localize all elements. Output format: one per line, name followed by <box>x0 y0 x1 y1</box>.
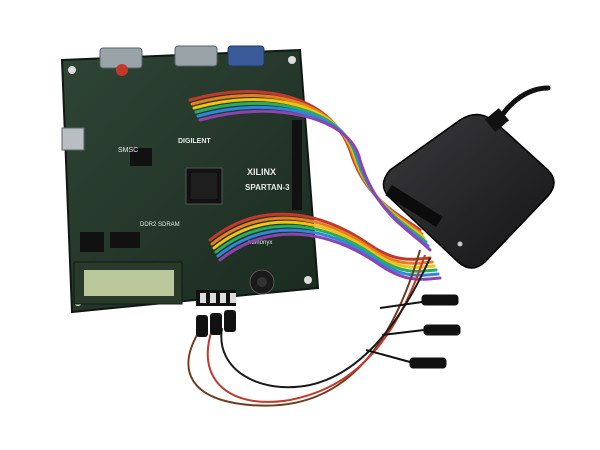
expansion-header <box>292 120 302 210</box>
xilinx-logo-text: XILINX <box>247 167 276 177</box>
ddr2-label: DDR2 SDRAM <box>140 222 180 228</box>
probe-clips-on-board <box>196 310 236 337</box>
spartan-label: SPARTAN-3 <box>245 183 290 192</box>
lcd-screen <box>84 270 174 296</box>
logic-analyzer-device <box>382 113 555 269</box>
numonyx-label: numonyx <box>248 240 272 246</box>
ddr2-chip <box>110 232 140 248</box>
loose-probe-hooks <box>365 294 461 369</box>
ribbon-wires-upper <box>188 90 432 252</box>
ethernet-jack <box>61 127 85 151</box>
status-led <box>457 241 463 247</box>
probe-leads <box>187 249 431 407</box>
lcd-display <box>73 261 183 305</box>
top-connectors <box>99 45 265 76</box>
fpga-chip <box>185 167 223 205</box>
digilent-logo-text: DIGILENT <box>178 138 211 145</box>
slide-switches <box>196 290 236 306</box>
smsc-label: SMSC <box>118 147 138 154</box>
fpga-development-board: DIGILENT XILINX SPARTAN-3 SMSC DDR2 SDRA… <box>60 45 320 314</box>
